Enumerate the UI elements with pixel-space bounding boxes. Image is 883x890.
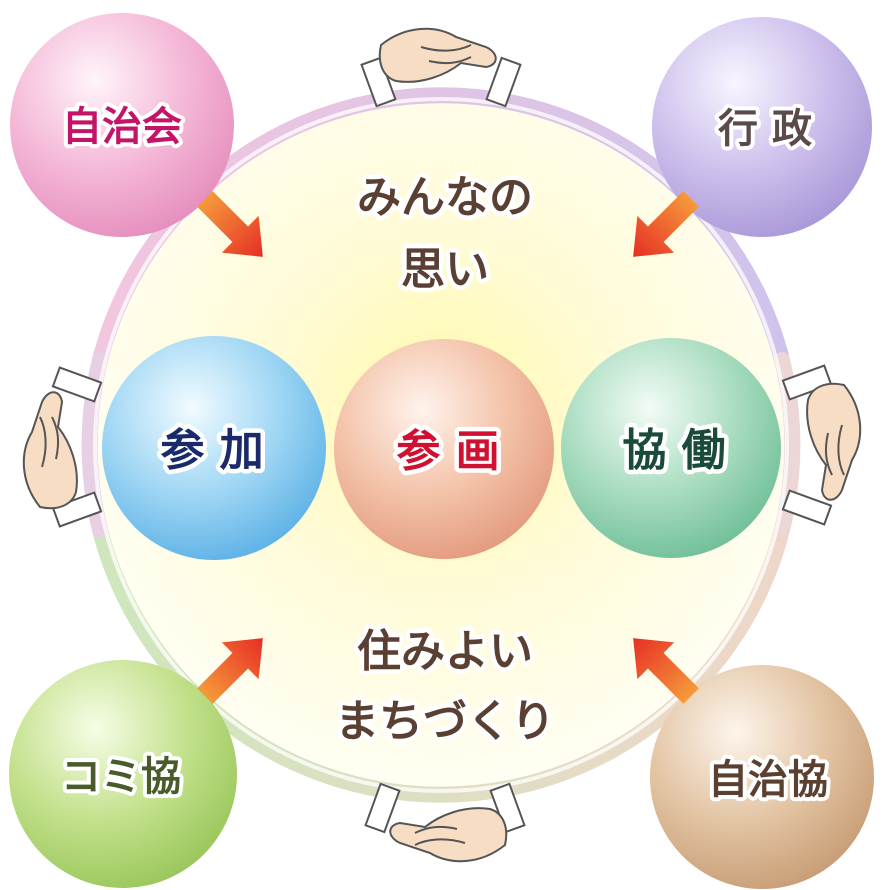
label-jichikyo: 自治協 (708, 757, 828, 803)
circle-kyodo (561, 338, 781, 558)
label-komikyo: コミ協 (61, 754, 181, 800)
circle-jichikyo (650, 665, 874, 889)
label-sanka: 参 加 (160, 425, 263, 476)
label-jichikai: 自治会 (62, 104, 182, 150)
arrow-icon-bottom-right (633, 638, 699, 704)
label-kyodo: 協 働 (622, 425, 725, 476)
handshake-icon-top (360, 27, 522, 108)
label-sankaku: 参 画 (396, 426, 499, 477)
handshake-icon-left (22, 366, 103, 528)
message-bottom-line2: まちづくり (335, 696, 555, 747)
circle-sanka (102, 336, 326, 560)
circle-komikyo (9, 660, 237, 888)
circle-sankaku (334, 339, 554, 559)
message-top-line2: 思い (401, 244, 489, 295)
message-bottom-line1: 住みよい (357, 626, 533, 677)
circle-gyosei (652, 17, 872, 237)
handshake-icon-right (781, 364, 862, 526)
message-top-line1: みんなの (357, 172, 533, 223)
arrow-icon-bottom-left (197, 638, 263, 704)
arrow-icon-top-right (633, 191, 699, 257)
circle-jichikai (10, 13, 234, 237)
handshake-icon-bottom (364, 782, 526, 863)
label-gyosei: 行 政 (718, 106, 812, 152)
arrow-icon-top-left (197, 191, 263, 257)
